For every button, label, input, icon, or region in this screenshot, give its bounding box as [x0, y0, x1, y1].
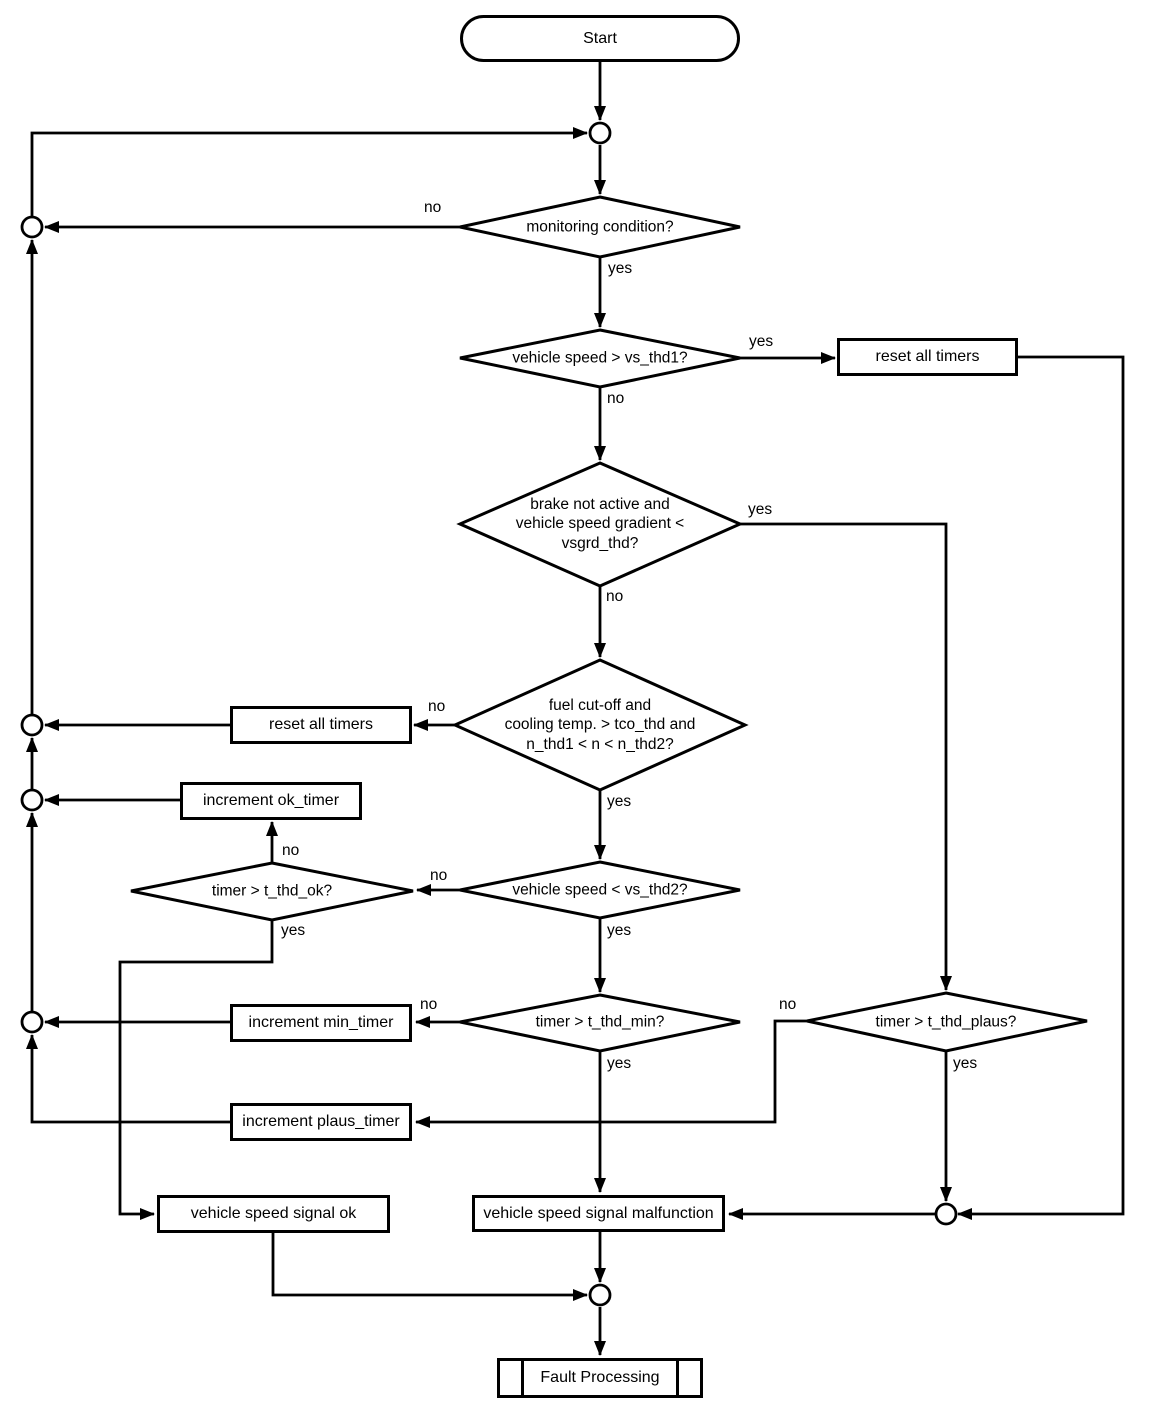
process-increment-ok-timer: increment ok_timer: [180, 782, 362, 820]
process-label: increment ok_timer: [202, 792, 340, 810]
branch-label-monitoring-no: no: [424, 199, 442, 216]
branch-label-vs-thd1-yes: yes: [749, 333, 774, 350]
diamond-label-fuel: fuel cut-off and cooling temp. > tco_thd…: [504, 696, 696, 753]
branch-label-t-thd-min-yes: yes: [607, 1055, 632, 1072]
process-reset-all-timers-left: reset all timers: [230, 706, 412, 744]
branch-label-t-thd-ok-yes: yes: [281, 922, 306, 939]
junction-right: [934, 1202, 958, 1226]
predefined-process-bar: [676, 1361, 679, 1395]
edge-brake-yes-to-tthdplaus: [740, 522, 952, 991]
diamond-label-t-thd-min: timer > t_thd_min?: [535, 1013, 665, 1031]
diamond-monitoring-condition: [459, 195, 741, 259]
process-label: vehicle speed signal malfunction: [483, 1204, 714, 1222]
branch-label-t-thd-ok-no: no: [282, 842, 300, 859]
branch-label-t-thd-plaus-no: no: [779, 996, 797, 1013]
junction-left-4: [20, 1010, 44, 1034]
process-label: increment plaus_timer: [242, 1113, 400, 1131]
diamond-fuel-cutoff-check: [451, 658, 749, 792]
process-increment-plaus-timer: increment plaus_timer: [230, 1103, 412, 1141]
branch-label-fuel-no: no: [428, 698, 446, 715]
junction-left-1: [20, 215, 44, 239]
diamond-timer-gt-t-thd-ok: [130, 861, 414, 922]
branch-label-brake-yes: yes: [748, 501, 773, 518]
diamond-label-brake: brake not active and vehicle speed gradi…: [515, 495, 685, 552]
junction-top-center: [588, 121, 612, 145]
process-label: reset all timers: [268, 716, 374, 734]
edge-left-rail-to-top-junction: [30, 127, 588, 217]
junction-bottom-center: [588, 1283, 612, 1307]
start-terminator: Start: [460, 15, 740, 62]
junction-left-2: [20, 713, 44, 737]
diamond-vehicle-speed-lt-vs-thd2: [459, 860, 741, 920]
branch-label-vs-thd2-no: no: [430, 867, 448, 884]
diamond-label-monitoring: monitoring condition?: [526, 218, 674, 236]
process-label: increment min_timer: [248, 1014, 394, 1032]
diamond-label-vs-thd1: vehicle speed > vs_thd1?: [512, 349, 688, 367]
branch-label-vs-thd1-no: no: [607, 390, 625, 407]
process-label: reset all timers: [875, 348, 980, 366]
edge-tthdplaus-no-to-increment-plaus: [415, 1019, 807, 1128]
branch-label-monitoring-yes: yes: [608, 260, 633, 277]
diamond-brake-check: [456, 461, 744, 588]
diamond-label-vs-thd2: vehicle speed < vs_thd2?: [512, 881, 688, 899]
branch-label-t-thd-min-no: no: [420, 996, 438, 1013]
diamond-label-t-thd-plaus: timer > t_thd_plaus?: [875, 1013, 1017, 1031]
start-label: Start: [583, 29, 617, 47]
process-label: vehicle speed signal ok: [190, 1205, 357, 1223]
edge-tthdok-yes-to-signal-ok: [118, 920, 274, 1220]
diamond-vehicle-speed-gt-vs-thd1: [459, 328, 741, 389]
diamond-timer-gt-t-thd-min: [459, 993, 741, 1053]
edge-signal-ok-to-bottom-junction: [271, 1233, 588, 1301]
process-increment-min-timer: increment min_timer: [230, 1004, 412, 1042]
process-label: Fault Processing: [540, 1369, 660, 1387]
junction-left-3: [20, 788, 44, 812]
diamond-timer-gt-t-thd-plaus: [806, 991, 1088, 1053]
process-reset-all-timers-top: reset all timers: [837, 338, 1018, 376]
branch-label-fuel-yes: yes: [607, 793, 632, 810]
edge-increment-plaus-to-left-rail: [26, 1034, 230, 1124]
edge-reset-top-to-right-junction: [957, 355, 1125, 1220]
process-vehicle-speed-signal-ok: vehicle speed signal ok: [157, 1195, 390, 1233]
predefined-process-fault-processing: Fault Processing: [497, 1358, 703, 1398]
diamond-label-t-thd-ok: timer > t_thd_ok?: [211, 882, 333, 900]
branch-label-vs-thd2-yes: yes: [607, 922, 632, 939]
branch-label-t-thd-plaus-yes: yes: [953, 1055, 978, 1072]
process-vehicle-speed-signal-malfunction: vehicle speed signal malfunction: [472, 1195, 725, 1232]
branch-label-brake-no: no: [606, 588, 624, 605]
predefined-process-bar: [521, 1361, 524, 1395]
